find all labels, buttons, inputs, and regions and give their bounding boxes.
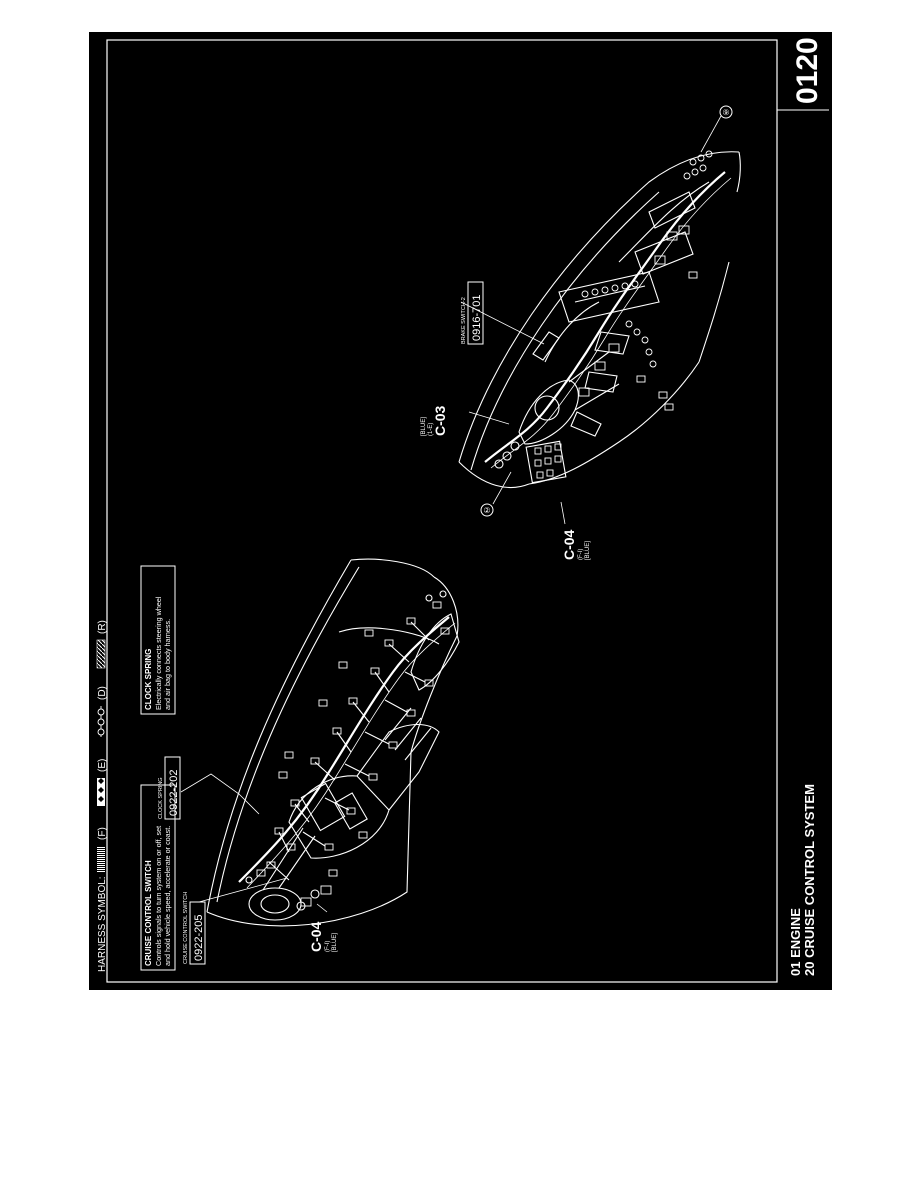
connector-label-c04-lower: C-04 (F-I) [BLUE] [561, 529, 591, 560]
svg-text:[BLUE]: [BLUE] [332, 933, 338, 952]
leader-lines [180, 301, 566, 913]
svg-text:(F-I): (F-I) [325, 941, 331, 952]
harness-diagram: 0120 01 ENGINE 20 CRUISE CONTROL SYSTEM … [96, 37, 829, 983]
part-code: 0916-701 [471, 295, 483, 342]
legend-swatch-r [96, 639, 106, 669]
legend-title: HARNESS SYMBOL: [97, 876, 108, 972]
svg-text:(F-I): (F-I) [578, 549, 584, 560]
info-box-line: Controls signals to turn system on or of… [154, 826, 163, 966]
svg-text:⑨: ⑨ [722, 108, 729, 117]
svg-text:[BLUE]: [BLUE] [421, 417, 427, 436]
page-number: 0120 [791, 37, 824, 104]
legend-swatch-f [97, 846, 105, 872]
legend-swatch-e [97, 778, 105, 806]
svg-text:C-04: C-04 [561, 529, 577, 560]
svg-text:BRAKE SWITCH-2: BRAKE SWITCH-2 [461, 297, 467, 344]
footer-line-1: 01 ENGINE [788, 908, 803, 976]
svg-text:②: ② [483, 506, 490, 515]
dashboard-illustration-lower [458, 150, 741, 489]
footer-line-2: 20 CRUISE CONTROL SYSTEM [802, 784, 817, 976]
legend-code-d: (D) [97, 686, 108, 700]
part-code: 0922-202 [168, 770, 180, 817]
info-box-line: Electrically connects steering wheel [154, 596, 163, 710]
svg-text:CRUISE CONTROL SWITCH: CRUISE CONTROL SWITCH [183, 892, 189, 964]
info-box-clock-spring: CLOCK SPRING Electrically connects steer… [140, 565, 176, 715]
info-box-title: CRUISE CONTROL SWITCH [144, 860, 153, 966]
connector-label-c03: [BLUE] (1-E) C-03 [421, 405, 448, 436]
legend-code-e: (E) [97, 759, 108, 772]
legend-swatch-d [97, 706, 105, 737]
svg-text:(1-E): (1-E) [428, 423, 434, 436]
legend-code-r: (R) [97, 620, 108, 634]
info-box-line: and air bag to body harness. [163, 619, 172, 710]
svg-text:[BLUE]: [BLUE] [585, 541, 591, 560]
legend-code-f: (F) [97, 827, 108, 840]
label-brake-switch: BRAKE SWITCH-2 0916-701 [461, 281, 484, 345]
harness-legend: HARNESS SYMBOL: (F) (E) (D) (R) [96, 620, 108, 972]
callout-2: ② [480, 471, 512, 517]
label-clock-spring: CLOCK SPRING 0922-202 [158, 756, 181, 820]
outer-frame [106, 39, 778, 983]
callout-9: ⑨ [700, 105, 733, 153]
info-box-line: and hold vehicle speed, accelerate or co… [163, 826, 172, 966]
label-cruise-control-switch: CRUISE CONTROL SWITCH 0922-205 [183, 892, 206, 965]
connector-label-c04-upper: C-04 (F-I) [BLUE] [308, 921, 338, 952]
dashboard-illustration-upper [206, 558, 460, 927]
diagram-sheet: 0120 01 ENGINE 20 CRUISE CONTROL SYSTEM … [89, 32, 832, 990]
svg-text:C-03: C-03 [432, 405, 448, 436]
svg-text:CLOCK SPRING: CLOCK SPRING [158, 777, 164, 819]
info-box-cruise-switch: CRUISE CONTROL SWITCH Controls signals t… [140, 784, 176, 971]
part-code: 0922-205 [193, 915, 205, 962]
info-box-title: CLOCK SPRING [144, 649, 153, 710]
svg-text:C-04: C-04 [308, 921, 324, 952]
